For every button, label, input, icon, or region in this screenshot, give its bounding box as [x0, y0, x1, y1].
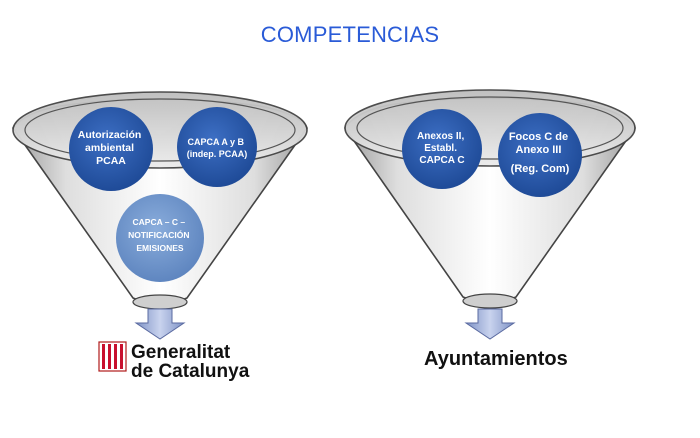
right-funnel: Anexos II, Establ. CAPCA C Focos C de An…: [344, 89, 636, 340]
right-down-arrow: [464, 308, 516, 340]
generalitat-line1: Generalitat: [131, 342, 231, 363]
circle-autorizacion-label: Autorización ambiental PCAA: [78, 129, 145, 167]
circle-capca-a-b: [177, 107, 257, 187]
circle-anexos-ii: [402, 109, 482, 189]
circle-focos-c-label: Focos C de Anexo III (Reg. Com): [509, 131, 571, 175]
circle-capca-c-label: CAPCA – C – NOTIFICACIÓN EMISIONES: [128, 217, 192, 253]
generalitat-logo-icon: [98, 341, 127, 372]
left-down-arrow: [134, 308, 186, 340]
ayuntamientos-label: Ayuntamientos: [424, 348, 568, 370]
circle-focos-c: [498, 113, 582, 197]
circle-anexos-ii-label: Anexos II, Establ. CAPCA C: [417, 131, 467, 166]
circle-capca-c-notificacion: [116, 194, 204, 282]
circle-capca-a-b-label: CAPCA A y B (indep. PCAA): [187, 137, 248, 159]
circle-autorizacion-ambiental: [69, 107, 153, 191]
left-funnel: Autorización ambiental PCAA CAPCA A y B …: [12, 91, 308, 340]
generalitat-label: Generalitat de Catalunya: [131, 343, 249, 381]
page-title: COMPETENCIAS: [260, 22, 440, 47]
generalitat-line2: de Catalunya: [131, 361, 250, 382]
